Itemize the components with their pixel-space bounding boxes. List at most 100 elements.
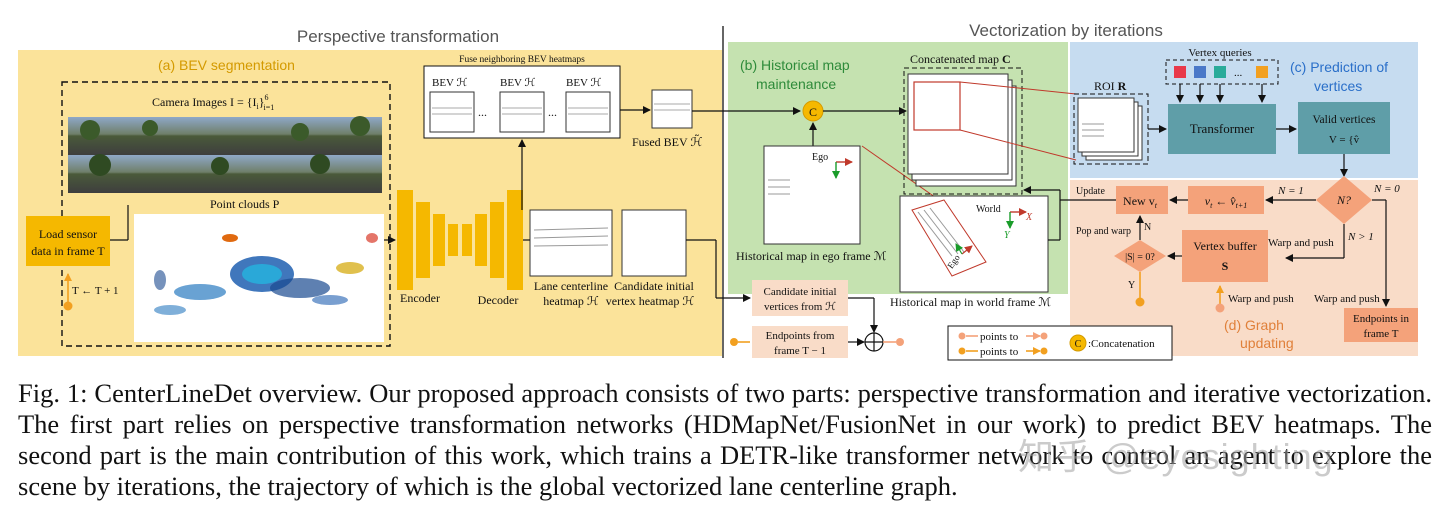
time-update-label: T ← T + 1 (72, 285, 119, 297)
panel-d-title-2: updating (1240, 335, 1294, 351)
world-axis-y-label: Y (1004, 230, 1011, 241)
roi-layer-1 (1077, 97, 1135, 153)
endpoints-frame-t-label-1: Endpoints in (1353, 313, 1409, 325)
update-label: Update (1076, 186, 1105, 197)
point-cloud-scatter (154, 233, 378, 315)
bev-label-1: BEV ℋ (432, 77, 468, 89)
world-label: World (976, 204, 1001, 215)
encoder-label: Encoder (400, 291, 440, 305)
decision-n (1316, 176, 1372, 224)
warp-push-label-1: Warp and push (1268, 237, 1334, 249)
candidate-vertex-heatmap (621, 209, 687, 277)
panel-a-title: (a) BEV segmentation (158, 57, 295, 73)
query-ellipsis: ... (1234, 67, 1243, 79)
concat-map-label: Concatenated map C (910, 52, 1011, 66)
endpoints-prev-dot (730, 338, 738, 346)
legend-concat-c: C (1075, 339, 1082, 350)
endpoints-prev-label-2: frame T − 1 (774, 345, 826, 357)
legend-dot-1b (1040, 332, 1048, 340)
warp-push-label-3: Warp and push (1314, 293, 1380, 305)
ego-label: Ego (812, 152, 828, 163)
ngt1-label: N > 1 (1347, 231, 1374, 243)
sum-out-dot (896, 338, 904, 346)
panel-c-title-1: (c) Prediction of (1290, 59, 1388, 75)
endpoints-prev-label-1: Endpoints from (766, 330, 835, 342)
watermark: 知乎 @eyesighting (1018, 436, 1334, 477)
fused-bev-label: Fused BEV ℋ̃ (632, 135, 702, 149)
decoder-label: Decoder (478, 293, 519, 307)
candidate-vertices-label-1: Candidate initial (763, 286, 836, 298)
decoder-blocks (462, 190, 523, 290)
candidate-vertices-box (752, 280, 848, 316)
vt-assign-box (1188, 186, 1264, 214)
vertex-buffer-label-2: S (1222, 259, 1229, 273)
ego-map-lines (768, 179, 790, 195)
legend-box (947, 325, 1173, 361)
y-terminal-dot (1135, 297, 1145, 307)
vertex-buffer-label-1: Vertex buffer (1193, 239, 1256, 253)
world-ego-patch (911, 199, 987, 277)
bev-ellipsis-1: ... (478, 105, 487, 119)
vertex-buffer-box (1182, 230, 1268, 282)
candidate-heatmap-label-2: vertex heatmap ℋ (606, 294, 695, 308)
transformer-box (1168, 104, 1276, 154)
roi-label: ROI R (1094, 79, 1127, 93)
lane-heatmap-label-2: heatmap ℋ (543, 294, 599, 308)
world-ego-axis-x (961, 245, 973, 255)
time-update-dot (63, 301, 73, 311)
camera-images-grid (68, 116, 382, 193)
endpoints-prev-box (752, 326, 848, 358)
concat-map-layer-1 (907, 73, 1009, 175)
decision-s-empty (1114, 240, 1166, 272)
load-sensor-box (26, 216, 110, 266)
transformer-label: Transformer (1190, 121, 1255, 136)
bev-heatmap-thumbs (429, 91, 611, 133)
vertex-queries-dashed-box (1165, 59, 1279, 85)
hist-ego-label: Historical map in ego frame ℳ (736, 249, 887, 263)
query-arrows (1176, 84, 1266, 103)
n0-label: N = 0 (1373, 183, 1400, 195)
roi-lines (1082, 123, 1104, 137)
header-perspective: Perspective transformation (297, 27, 499, 46)
header-vectorization: Vectorization by iterations (969, 21, 1163, 40)
vertex-queries-label: Vertex queries (1188, 47, 1251, 59)
panel-b-title-1: (b) Historical map (740, 57, 850, 73)
endpoints-frame-t-box (1344, 308, 1418, 342)
n-branch-label: N (1144, 222, 1151, 233)
roi-link-top (959, 81, 1077, 95)
panel-d-title-1: (d) Graph (1224, 317, 1284, 333)
load-sensor-label-2: data in frame T (31, 244, 105, 258)
legend-dot-2a (958, 347, 966, 355)
world-axis-x-label: X (1025, 212, 1033, 223)
world-ego-axis-y (955, 243, 964, 255)
new-vt-box (1116, 186, 1168, 214)
warp-push-label-2: Warp and push (1228, 293, 1294, 305)
concat-map-dashed-box (903, 67, 1023, 195)
legend-text-2: points to (980, 346, 1019, 358)
query-1 (1174, 66, 1186, 78)
encoder-blocks (397, 190, 458, 290)
concat-map-roi (913, 81, 961, 131)
bev-ellipsis-2: ... (548, 105, 557, 119)
valid-vertices-label-1: Valid vertices (1313, 114, 1376, 126)
candidate-heatmap-label-1: Candidate initial (614, 279, 694, 293)
legend-dot-1a (958, 332, 966, 340)
warp-push-dot (1215, 303, 1225, 313)
sensor-data-dashed-box (61, 81, 391, 347)
lane-centerline-heatmap (529, 209, 613, 277)
panel-c-title-2: vertices (1314, 78, 1362, 94)
lane-heatmap-lines (533, 227, 609, 247)
legend-concat-circle (1069, 334, 1087, 352)
new-vt-label: New vt (1123, 194, 1158, 210)
legend-concat-label: :Concatenation (1088, 338, 1155, 350)
n1-label: N = 1 (1277, 185, 1304, 197)
valid-vertices-label-2: V = {v̂ (1329, 134, 1360, 146)
bev-label-2: BEV ℋ (500, 77, 536, 89)
hist-world-label: Historical map in world frame ℳ (890, 295, 1051, 309)
lane-heatmap-label-1: Lane centerline (534, 279, 608, 293)
decision-n-label: N? (1336, 193, 1351, 207)
valid-vertices-box (1298, 102, 1390, 154)
candidate-vertices-label-2: vertices from ℋ (764, 301, 836, 313)
concat-circle-label: C (809, 105, 817, 119)
